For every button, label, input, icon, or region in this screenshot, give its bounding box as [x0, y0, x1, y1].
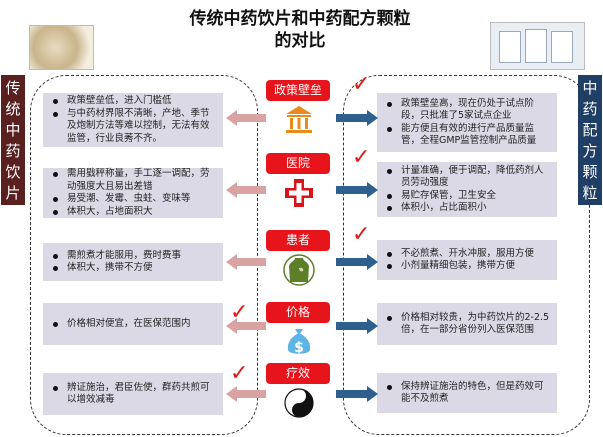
hospital-cross-icon [283, 177, 315, 209]
right-box-1: 政策壁垒高，现在仍处于试点阶段，只批准了5家试点企业能方便且有效的进行产品质量监… [377, 93, 557, 152]
left-arrow-icon [226, 110, 266, 126]
herb-slices-photo [29, 25, 94, 70]
yin-yang-icon [283, 387, 315, 419]
left-bullet-point: 体积大，占地面积大 [51, 206, 217, 219]
left-point-list: 需煎煮才能服用，费时费事体积大，携带不方便 [51, 250, 217, 275]
category-tag: 患者 [266, 230, 330, 251]
right-box-5: 保持辨证施治的特色，但是药效可能不及煎煮 [377, 373, 557, 413]
category-tag: 疗效 [266, 363, 330, 384]
right-arrow-icon [336, 254, 378, 270]
right-arrow-icon [336, 182, 378, 198]
right-bullet-point: 价格相对较贵，为中药饮片的2-2.5倍，在一部分省份列入医保范围 [385, 312, 551, 337]
checkmark-icon: ✓ [352, 145, 371, 170]
left-bullet-point: 与中药材界限不清晰，产地、季节及炮制方法等难以控制，无法有效监管，行业良莠不齐。 [51, 108, 217, 146]
bank-building-icon [283, 104, 315, 136]
category-tag: 价格 [266, 302, 330, 323]
left-point-list: 价格相对便宜，在医保范围内 [51, 318, 217, 331]
left-dashed-container [30, 75, 258, 435]
left-bullet-point: 价格相对便宜，在医保范围内 [51, 318, 217, 331]
left-box-4: 价格相对便宜，在医保范围内 [43, 303, 223, 345]
right-arrow-icon [336, 110, 378, 126]
checkmark-icon: ✓ [352, 222, 371, 247]
left-box-5: 辨证施治，君臣佐使，群药共煎可以增效减毒 [43, 373, 223, 415]
left-arrow-icon [226, 182, 266, 198]
right-bullet-point: 小剂量精细包装，携带方便 [385, 260, 551, 273]
category-tag: 政策壁垒 [266, 80, 330, 101]
title-line-2: 的对比 [274, 31, 326, 51]
left-box-3: 需煎煮才能服用，费时费事体积大，携带不方便 [43, 243, 223, 281]
title-line-1: 传统中药饮片和中药配方颗粒 [189, 9, 411, 29]
right-bullet-point: 体积小，占比面积小 [385, 202, 551, 215]
right-bullet-point: 能方便且有效的进行产品质量监管，全程GMP监管控制产品质量 [385, 123, 551, 148]
right-point-list: 计量准确，便于调配，降低药剂人员劳动强度易贮存保管，卫生安全体积小，占比面积小 [385, 165, 551, 215]
right-point-list: 政策壁垒高，现在仍处于试点阶段，只批准了5家试点企业能方便且有效的进行产品质量监… [385, 98, 551, 148]
right-point-list: 保持辨证施治的特色，但是药效可能不及煎煮 [385, 381, 551, 406]
left-bullet-point: 需煎煮才能服用，费时费事 [51, 250, 217, 263]
right-bullet-point: 保持辨证施治的特色，但是药效可能不及煎煮 [385, 381, 551, 406]
granule-packets-photo [490, 22, 585, 70]
patient-body-icon [283, 254, 315, 286]
left-bullet-point: 易受潮、发霉、虫蛀、变味等 [51, 193, 217, 206]
left-arrow-icon [226, 386, 266, 402]
left-arrow-icon [226, 318, 266, 334]
left-point-list: 辨证施治，君臣佐使，群药共煎可以增效减毒 [51, 382, 217, 407]
right-box-4: 价格相对较贵，为中药饮片的2-2.5倍，在一部分省份列入医保范围 [377, 303, 557, 345]
category-tag: 医院 [266, 153, 330, 174]
page-title: 传统中药饮片和中药配方颗粒 的对比 [150, 8, 450, 52]
right-point-list: 不必煎煮、开水冲服，服用方便小剂量精细包装，携带方便 [385, 248, 551, 273]
right-bullet-point: 政策壁垒高，现在仍处于试点阶段，只批准了5家试点企业 [385, 98, 551, 123]
right-dashed-container [343, 75, 590, 435]
right-box-2: 计量准确，便于调配，降低药剂人员劳动强度易贮存保管，卫生安全体积小，占比面积小 [377, 162, 557, 217]
right-point-list: 价格相对较贵，为中药饮片的2-2.5倍，在一部分省份列入医保范围 [385, 312, 551, 337]
left-point-list: 需用戥秤称量，手工逐一调配，劳动强度大且易出差错易受潮、发霉、虫蛀、变味等体积大… [51, 168, 217, 218]
checkmark-icon: ✓ [230, 300, 249, 325]
left-category-label: 传统中药饮片 [1, 75, 25, 205]
right-bullet-point: 易贮存保管，卫生安全 [385, 190, 551, 203]
right-box-3: 不必煎煮、开水冲服，服用方便小剂量精细包装，携带方便 [377, 240, 557, 280]
left-box-2: 需用戥秤称量，手工逐一调配，劳动强度大且易出差错易受潮、发霉、虫蛀、变味等体积大… [43, 168, 223, 218]
left-point-list: 政策壁垒低，进入门槛低与中药材界限不清晰，产地、季节及炮制方法等难以控制，无法有… [51, 95, 217, 145]
right-arrow-icon [336, 386, 378, 402]
left-arrow-icon [226, 254, 266, 270]
svg-text:$: $ [294, 340, 304, 356]
checkmark-icon: ✓ [352, 72, 371, 97]
left-bullet-point: 体积大，携带不方便 [51, 262, 217, 275]
left-bullet-point: 辨证施治，君臣佐使，群药共煎可以增效减毒 [51, 382, 217, 407]
right-bullet-point: 计量准确，便于调配，降低药剂人员劳动强度 [385, 165, 551, 190]
checkmark-icon: ✓ [230, 361, 249, 386]
left-bullet-point: 需用戥秤称量，手工逐一调配，劳动强度大且易出差错 [51, 168, 217, 193]
left-box-1: 政策壁垒低，进入门槛低与中药材界限不清晰，产地、季节及炮制方法等难以控制，无法有… [43, 93, 223, 147]
right-arrow-icon [336, 318, 378, 334]
right-bullet-point: 不必煎煮、开水冲服，服用方便 [385, 248, 551, 261]
money-bag-icon: $ [283, 326, 315, 358]
left-bullet-point: 政策壁垒低，进入门槛低 [51, 95, 217, 108]
